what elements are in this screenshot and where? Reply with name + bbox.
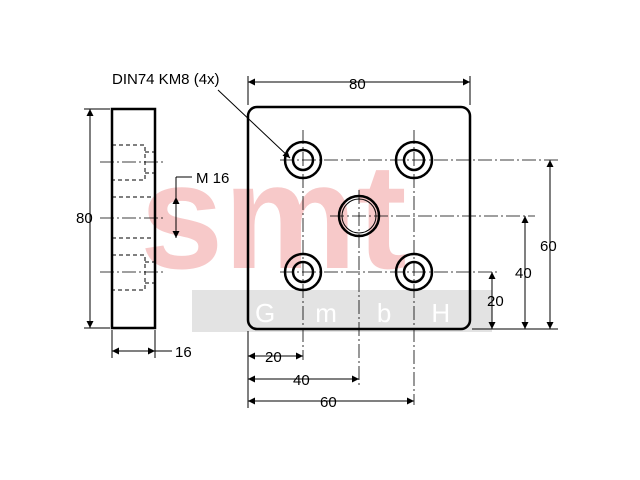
counterbore-hole-top-left [283,140,323,180]
dim-side-height-label: 80 [76,210,93,227]
dim-width-label: 80 [349,76,366,93]
watermark-letters: smt [140,132,407,300]
hidden-thread [112,196,155,239]
watermark-band [192,290,492,332]
threaded-hole-m16 [337,194,381,238]
din-leader [217,89,291,159]
dim-v60-label: 60 [540,238,557,255]
dim-v20-label: 20 [487,293,504,310]
dim-v40-label: 40 [515,265,532,282]
thickness-label: 16 [175,344,192,361]
watermark: smt GmbH [140,132,492,332]
din-callout-label: DIN74 KM8 (4x) [112,71,220,88]
side-view: 80 M 16 16 [76,107,229,361]
side-view-outline [110,107,157,330]
counterbore-hole-bottom-left [283,252,323,292]
front-view [246,105,558,405]
counterbore-hole-bottom-right [394,252,434,292]
thread-label: M 16 [196,170,229,187]
watermark-sub: GmbH [255,298,490,328]
dim-h60-label: 60 [320,394,337,411]
hidden-bore-bottom [112,254,155,291]
hidden-bore-top [112,144,155,181]
counterbore-hole-top-right [394,140,434,180]
dim-h20-label: 20 [265,349,282,366]
dim-h40-label: 40 [293,372,310,389]
